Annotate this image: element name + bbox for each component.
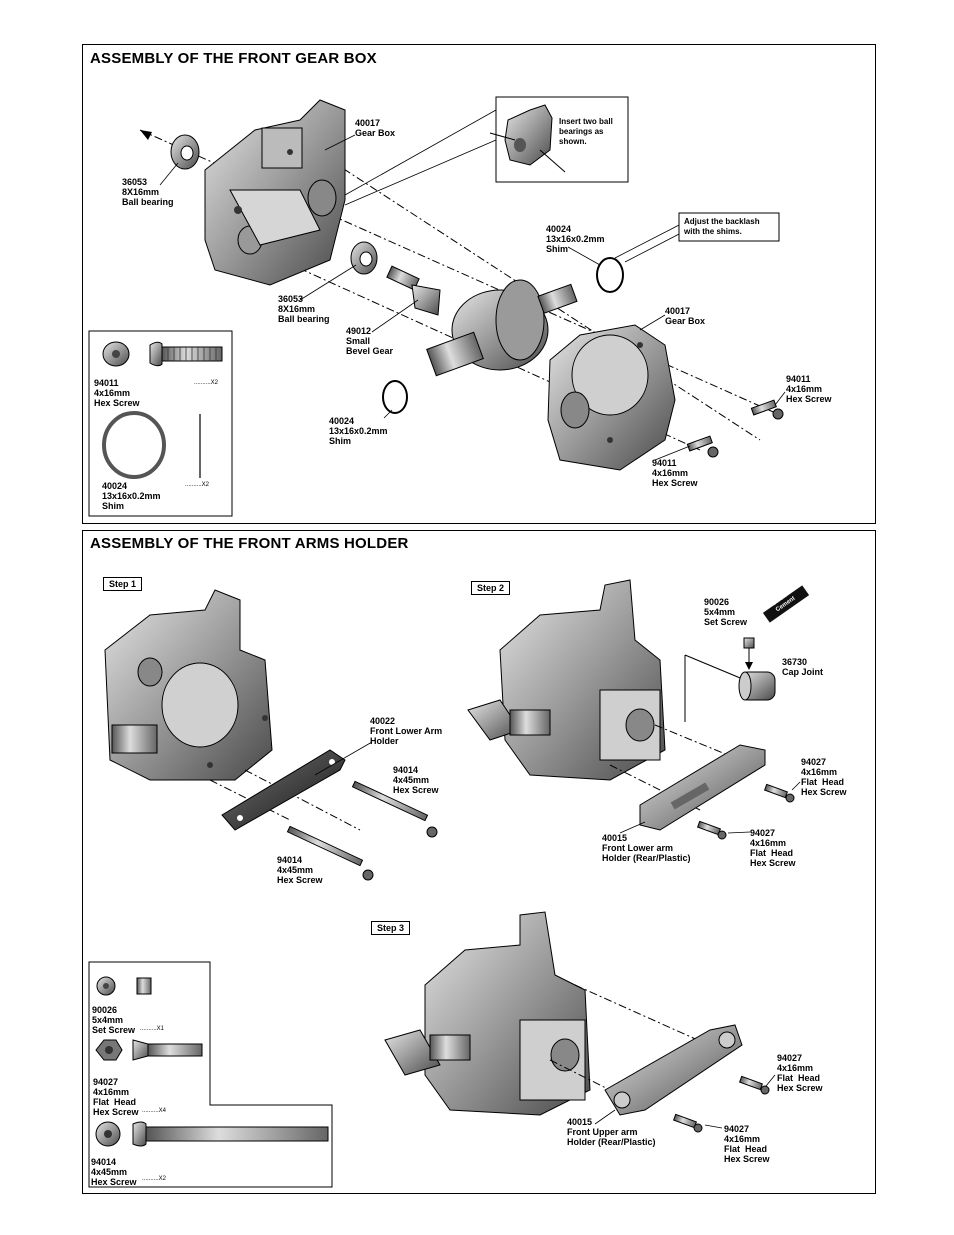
callout-bearings-text: Insert two ball bearings as shown. [559, 117, 613, 146]
parts-label-set-screw: 90026 5x4mm Set Screw [92, 1005, 136, 1035]
long-hex-screw-part [351, 780, 438, 838]
parts-label-screw: 94011 4x16mm Hex Screw [94, 378, 140, 408]
label-front-lower-arm-holder-rear: 40015 Front Lower arm Holder (Rear/Plast… [602, 833, 691, 863]
label-screw-bottom: 94011 4x16mm Hex Screw [652, 458, 698, 488]
callout-backlash-box [678, 212, 780, 242]
screw-cement-icon [762, 585, 810, 623]
parts-qty-long-screw: ..........X2 [142, 1176, 167, 1182]
label-screw-right: 94011 4x16mm Hex Screw [786, 374, 832, 404]
parts-qty-flat-screw: ..........X4 [142, 1108, 167, 1114]
long-hex-screw-icon [95, 1121, 329, 1147]
parts-label-long-screw: 94014 4x45mm Hex Screw [91, 1157, 137, 1187]
ball-bearing-part [350, 241, 378, 275]
flat-hex-screw-part [763, 783, 795, 803]
label-shim-top: 40024 13x16x0.2mm Shim [546, 224, 605, 254]
parts-qty-screw: ..........X2 [194, 380, 219, 386]
hex-screw-part [750, 399, 784, 420]
hex-screw-icon [102, 341, 223, 367]
bevel-gear-part [386, 265, 441, 316]
arms-title: ASSEMBLY OF THE FRONT ARMS HOLDER [90, 535, 409, 552]
label-set-screw: 90026 5x4mm Set Screw [704, 597, 748, 627]
set-screw-part [743, 637, 755, 670]
step-2-label: Step 2 [471, 581, 511, 595]
arrow-icon [140, 130, 152, 140]
label-gearbox-right: 40017 Gear Box [665, 306, 706, 326]
step2-gearbox-part [467, 579, 666, 781]
gearbox-left-part [204, 99, 346, 286]
label-cap-joint: 36730 Cap Joint [782, 657, 824, 677]
label-flat-screw-b: 94027 4x16mm Flat Head Hex Screw [750, 828, 796, 868]
parts-label-shim: 40024 13x16x0.2mm Shim [102, 481, 161, 511]
step1-gearbox-part [104, 589, 273, 781]
gearbox-right-part [547, 324, 676, 471]
arms-parts-box [88, 961, 333, 1188]
flat-hex-screw-part [738, 1075, 770, 1095]
shim-icon [102, 411, 201, 479]
step-3-label: Step 3 [371, 921, 411, 935]
label-flat-screw-d: 94027 4x16mm Flat Head Hex Screw [724, 1124, 770, 1164]
flat-hex-screw-part [672, 1113, 703, 1133]
callout-backlash-text: Adjust the backlash with the shims. [684, 217, 760, 236]
label-shim-bottom: 40024 13x16x0.2mm Shim [329, 416, 388, 446]
gearbox-title: ASSEMBLY OF THE FRONT GEAR BOX [90, 50, 377, 67]
front-lower-arm-holder-part [221, 749, 346, 831]
label-front-upper-arm-holder: 40015 Front Upper arm Holder (Rear/Plast… [567, 1117, 656, 1147]
shim-part [382, 380, 408, 414]
label-long-screw-b: 94014 4x45mm Hex Screw [277, 855, 323, 885]
label-flat-screw-c: 94027 4x16mm Flat Head Hex Screw [777, 1053, 823, 1093]
label-long-screw-a: 94014 4x45mm Hex Screw [393, 765, 439, 795]
label-flat-screw-a: 94027 4x16mm Flat Head Hex Screw [801, 757, 847, 797]
parts-label-flat-screw: 94027 4x16mm Flat Head Hex Screw [93, 1077, 139, 1117]
label-front-lower-arm-holder: 40022 Front Lower Arm Holder [370, 716, 443, 746]
callout-gearbox-part [489, 104, 566, 173]
long-hex-screw-part [286, 825, 374, 881]
label-gearbox-left: 40017 Gear Box [355, 118, 396, 138]
cap-joint-part [738, 671, 776, 701]
ball-bearing-part [170, 134, 200, 170]
parts-qty-shim: ..........X2 [185, 482, 210, 488]
hex-screw-part [686, 435, 719, 458]
set-screw-icon [96, 976, 152, 996]
label-bevel-gear: 49012 Small Bevel Gear [346, 326, 394, 356]
shim-part [596, 257, 624, 293]
parts-qty-set-screw: ..........X1 [140, 1026, 165, 1032]
differential-part [426, 279, 578, 377]
step-1-label: Step 1 [103, 577, 143, 591]
front-lower-arm-holder-rear-part [639, 744, 766, 831]
label-bearing-mid: 36053 8X16mm Ball bearing [278, 294, 330, 324]
step3-gearbox-part [384, 911, 591, 1116]
flat-hex-screw-part [696, 820, 727, 840]
front-upper-arm-holder-part [604, 1024, 743, 1116]
label-bearing-top: 36053 8X16mm Ball bearing [122, 177, 174, 207]
flat-hex-screw-icon [95, 1039, 203, 1061]
